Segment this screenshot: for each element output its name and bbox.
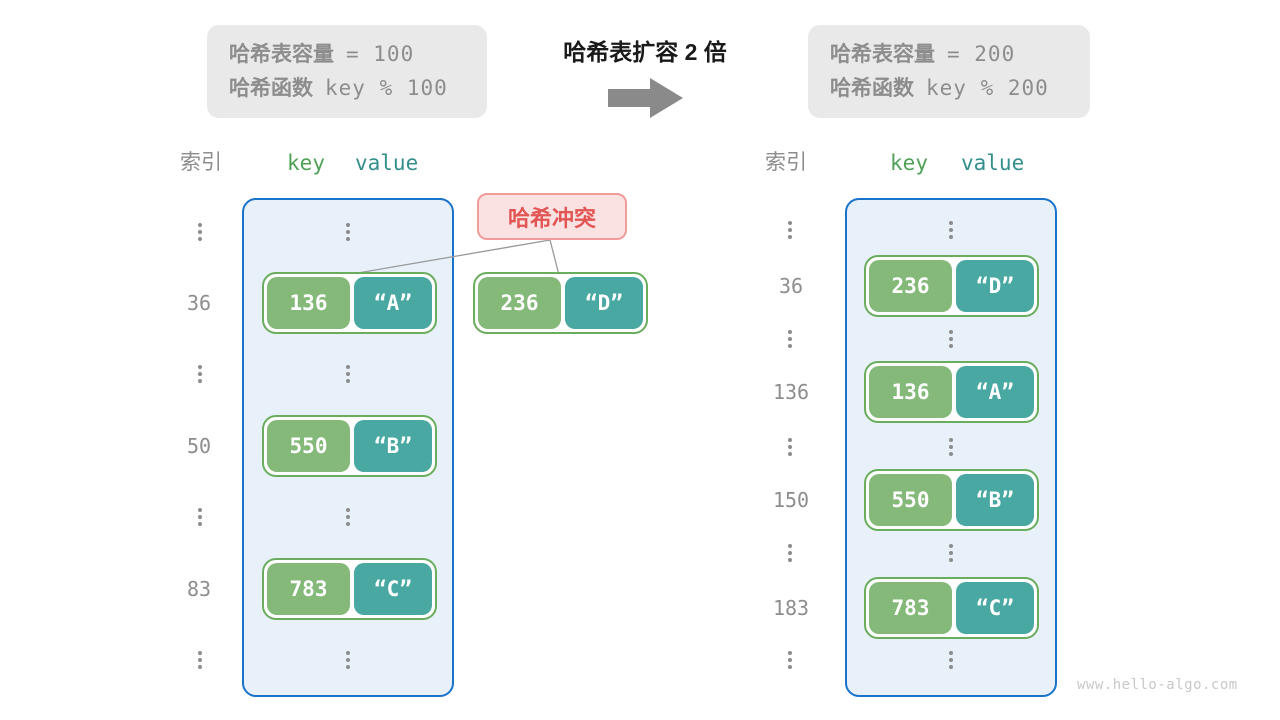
- ellipsis-dots: [198, 365, 202, 383]
- hash-fn-line: 哈希函数 key % 200: [830, 75, 1090, 102]
- capacity-line: 哈希表容量 = 200: [830, 41, 1090, 68]
- left-value-header: value: [355, 151, 419, 175]
- key-box: 550: [267, 420, 350, 472]
- ellipsis-dots: [949, 544, 953, 562]
- hash-fn-label: 哈希函数: [830, 77, 914, 100]
- right-index-36: 36: [778, 274, 804, 298]
- left-index-50: 50: [186, 434, 212, 458]
- key-box: 136: [267, 277, 350, 329]
- info-box-before: 哈希表容量 = 100 哈希函数 key % 100: [207, 25, 487, 118]
- right-index-150: 150: [772, 488, 810, 512]
- value-box: “D”: [565, 277, 643, 329]
- hash-fn-value: key % 100: [325, 76, 448, 100]
- left-index-83: 83: [186, 577, 212, 601]
- right-index-183: 183: [772, 596, 810, 620]
- capacity-value: = 100: [346, 41, 415, 66]
- ellipsis-dots: [949, 221, 953, 239]
- ellipsis-dots: [788, 651, 792, 669]
- ellipsis-dots: [949, 330, 953, 348]
- capacity-value: = 200: [947, 41, 1016, 66]
- right-value-header: value: [961, 151, 1025, 175]
- ellipsis-dots: [788, 544, 792, 562]
- key-box: 783: [267, 563, 350, 615]
- hash-fn-line: 哈希函数 key % 100: [229, 75, 487, 102]
- hash-fn-label: 哈希函数: [229, 77, 313, 100]
- value-box: “D”: [956, 260, 1034, 312]
- right-index-136: 136: [772, 380, 810, 404]
- kv-pair-550-B: 550 “B”: [262, 415, 437, 477]
- hash-collision-label: 哈希冲突: [477, 193, 627, 240]
- right-key-header: key: [890, 151, 928, 175]
- ellipsis-dots: [788, 438, 792, 456]
- right-arrow-icon: [608, 78, 683, 118]
- key-box: 783: [869, 582, 952, 634]
- capacity-line: 哈希表容量 = 100: [229, 41, 487, 68]
- transition-title: 哈希表扩容 2 倍: [563, 39, 727, 65]
- watermark: www.hello-algo.com: [1077, 677, 1238, 693]
- value-box: “B”: [956, 474, 1034, 526]
- left-index-36: 36: [186, 291, 212, 315]
- ellipsis-dots: [346, 223, 350, 241]
- ellipsis-dots: [346, 508, 350, 526]
- ellipsis-dots: [198, 651, 202, 669]
- ellipsis-dots: [788, 221, 792, 239]
- key-box: 236: [869, 260, 952, 312]
- value-box: “B”: [354, 420, 432, 472]
- ellipsis-dots: [198, 508, 202, 526]
- key-box: 136: [869, 366, 952, 418]
- hash-fn-value: key % 200: [926, 76, 1049, 100]
- capacity-label: 哈希表容量: [229, 42, 334, 66]
- value-box: “A”: [354, 277, 432, 329]
- kv-pair-136-A: 136 “A”: [262, 272, 437, 334]
- kv-pair-783-C-right: 783 “C”: [864, 577, 1039, 639]
- value-box: “A”: [956, 366, 1034, 418]
- kv-pair-236-D-right: 236 “D”: [864, 255, 1039, 317]
- value-box: “C”: [956, 582, 1034, 634]
- right-index-header: 索引: [765, 151, 807, 174]
- kv-pair-783-C: 783 “C”: [262, 558, 437, 620]
- kv-pair-550-B-right: 550 “B”: [864, 469, 1039, 531]
- left-key-header: key: [287, 151, 325, 175]
- ellipsis-dots: [346, 651, 350, 669]
- capacity-label: 哈希表容量: [830, 42, 935, 66]
- key-box: 550: [869, 474, 952, 526]
- ellipsis-dots: [949, 438, 953, 456]
- value-box: “C”: [354, 563, 432, 615]
- kv-pair-136-A-right: 136 “A”: [864, 361, 1039, 423]
- kv-pair-236-D: 236 “D”: [473, 272, 648, 334]
- ellipsis-dots: [346, 365, 350, 383]
- key-box: 236: [478, 277, 561, 329]
- ellipsis-dots: [198, 223, 202, 241]
- ellipsis-dots: [788, 330, 792, 348]
- left-index-header: 索引: [180, 151, 222, 174]
- info-box-after: 哈希表容量 = 200 哈希函数 key % 200: [808, 25, 1090, 118]
- ellipsis-dots: [949, 651, 953, 669]
